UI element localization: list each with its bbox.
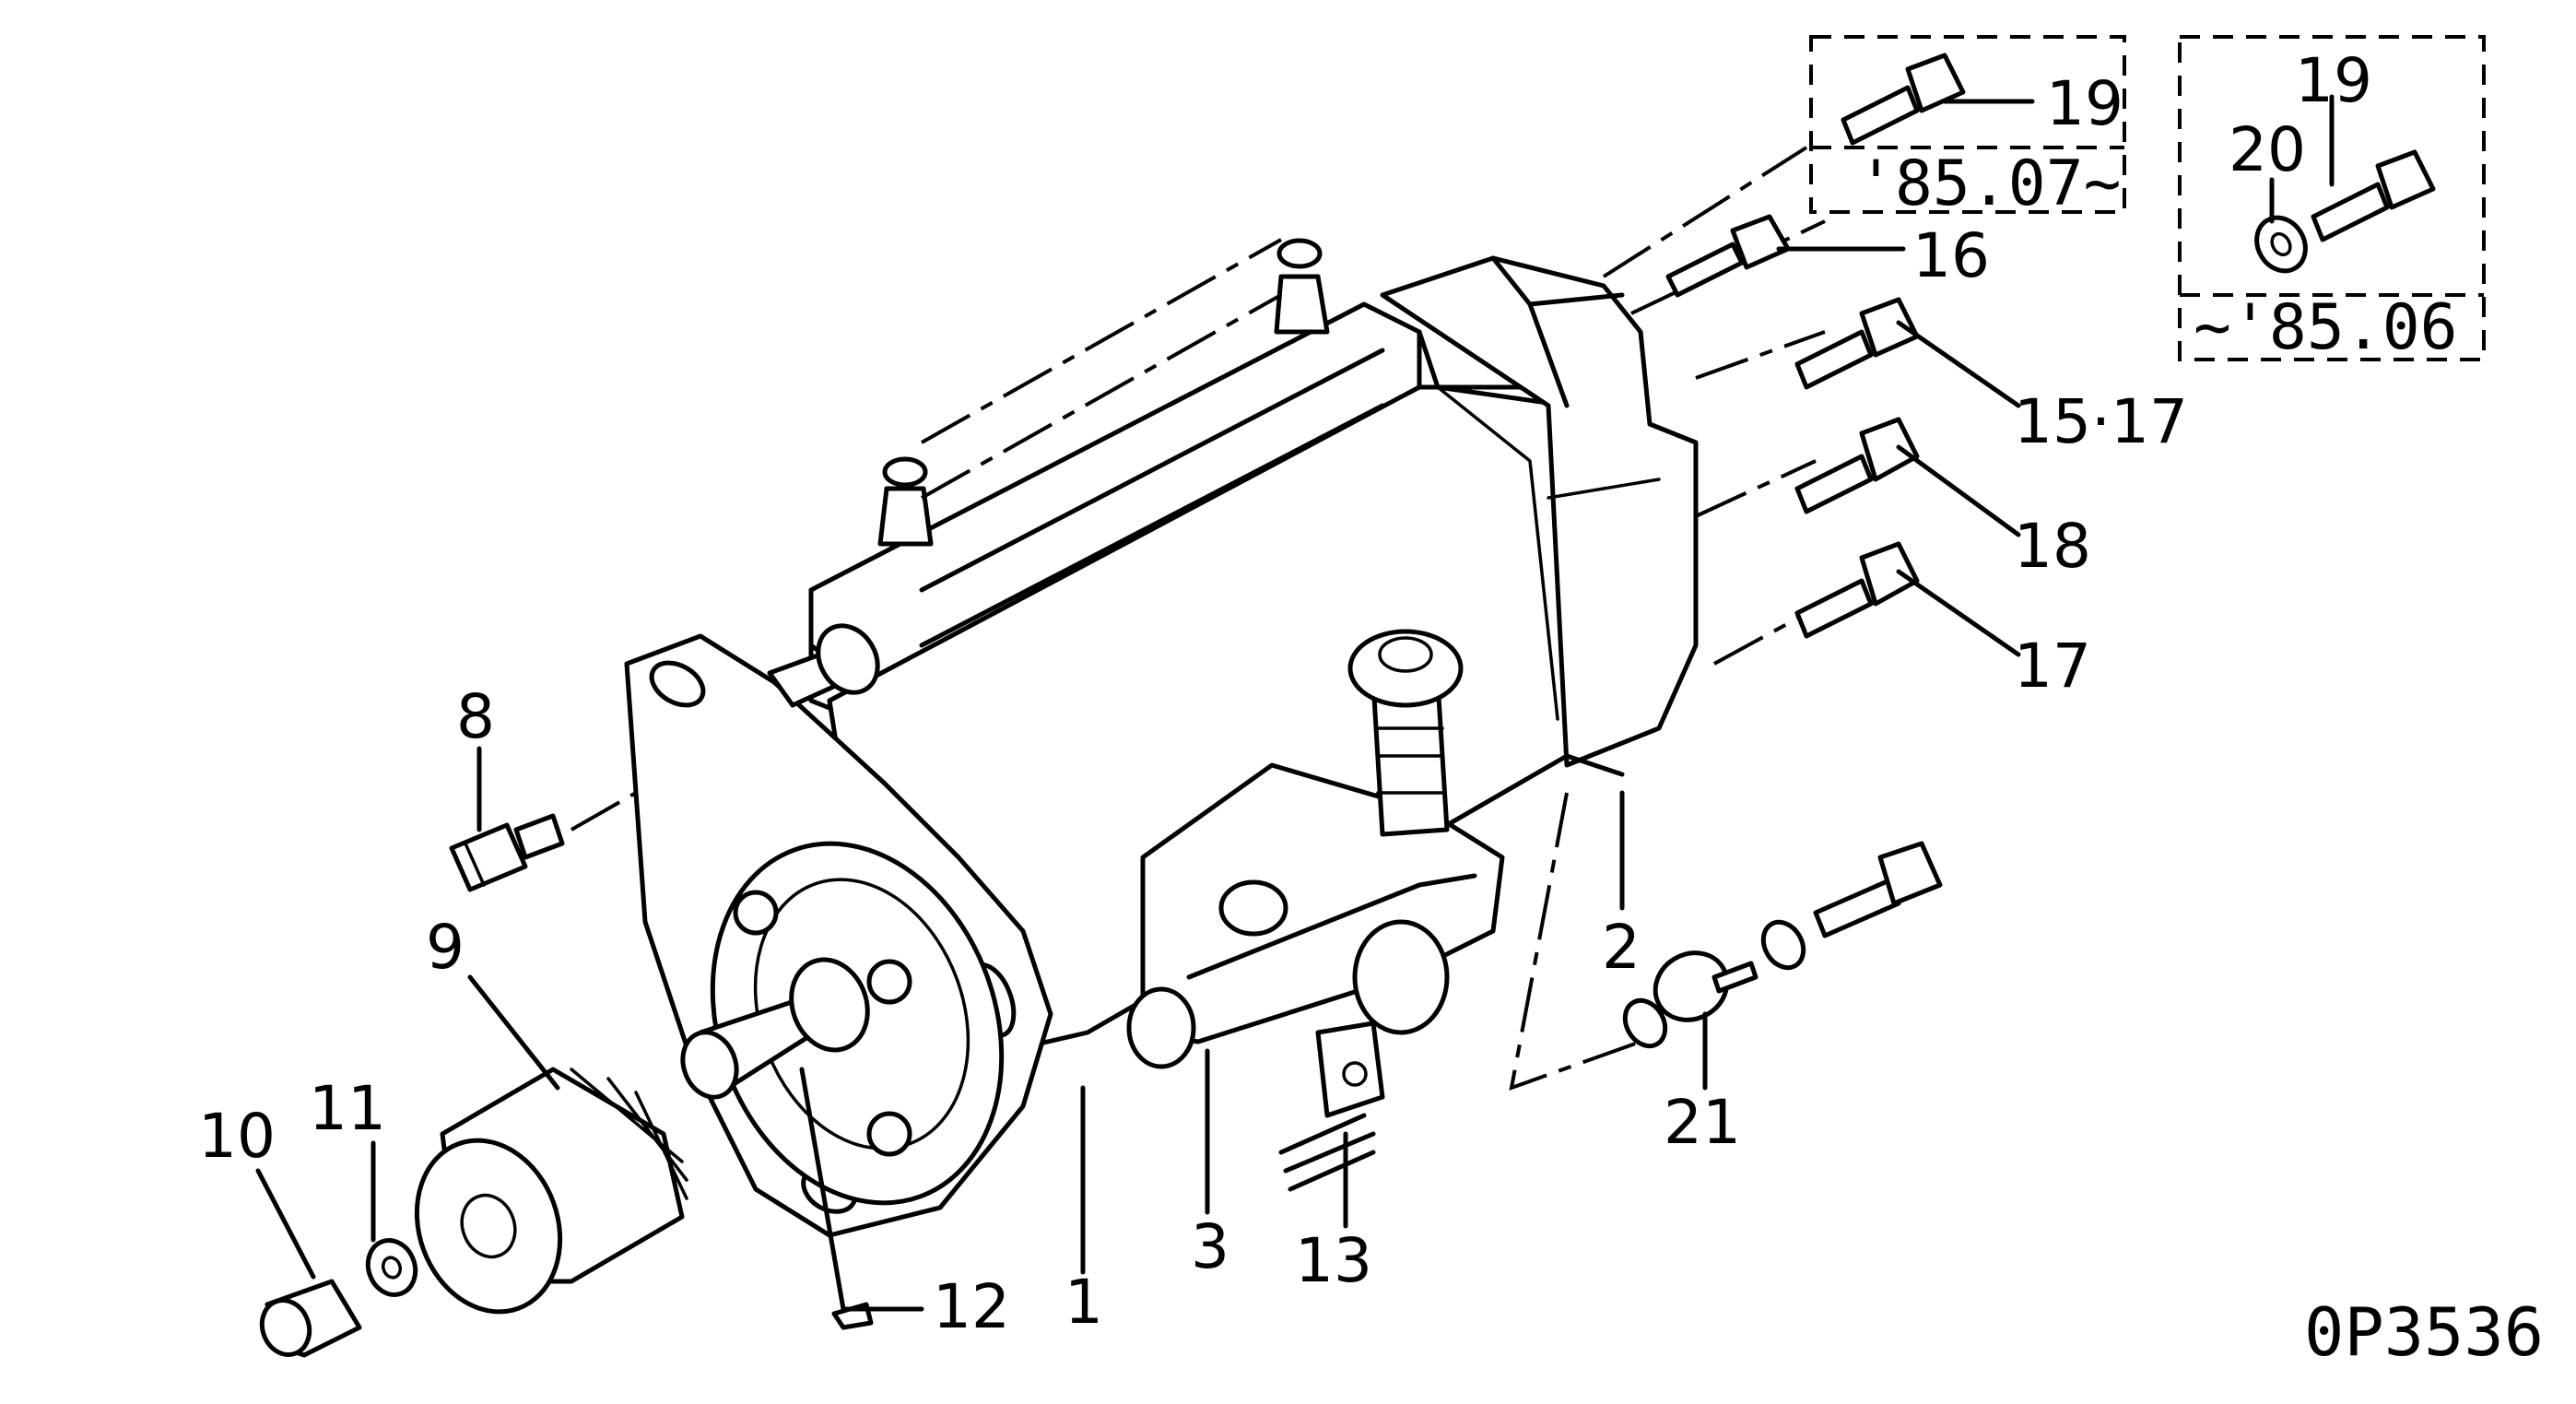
callout-15-17: 15·17 [2014, 386, 2188, 457]
callouts: 1 2 3 8 9 10 11 12 13 15·17 16 17 18 19 … [198, 45, 2372, 1342]
callout-9: 9 [426, 912, 465, 983]
cap-8 [449, 813, 565, 892]
date-range-from: '85.07~ [1857, 147, 2122, 220]
date-box-from-85-07: '85.07~ [1809, 35, 2126, 220]
leader-lines [255, 94, 2335, 1312]
callout-19-lower: 19 [2295, 45, 2372, 116]
pump-body [624, 238, 1699, 1238]
diagram-code: 0P3536 [2304, 1293, 2544, 1371]
callout-17: 17 [2014, 631, 2091, 702]
bolt-17 [1794, 541, 1920, 639]
bolt-19-lower [2311, 149, 2436, 242]
callout-20: 20 [2229, 114, 2306, 185]
callout-2: 2 [1602, 912, 1641, 983]
cover-9 [414, 1067, 688, 1315]
callout-12: 12 [933, 1271, 1010, 1342]
washer-20 [2254, 215, 2308, 274]
callout-10: 10 [198, 1101, 276, 1172]
callout-19-upper: 19 [2046, 68, 2123, 139]
nut-10 [259, 1279, 362, 1358]
callout-1: 1 [1065, 1267, 1103, 1338]
bolt-19-upper [1841, 53, 1966, 146]
callout-21: 21 [1664, 1087, 1741, 1158]
callout-11: 11 [309, 1073, 386, 1144]
washer-11 [365, 1238, 418, 1297]
callout-16: 16 [1912, 220, 1990, 291]
bracket-13 [1278, 1021, 1385, 1192]
callout-18: 18 [2014, 511, 2091, 582]
callout-13: 13 [1295, 1225, 1372, 1296]
bolt-16 [1665, 214, 1791, 298]
bolt-15-17 [1794, 297, 1920, 390]
callout-8: 8 [456, 681, 495, 752]
date-range-until: ~'85.06 [2194, 291, 2458, 364]
bolt-18 [1794, 417, 1920, 514]
callout-3: 3 [1191, 1211, 1229, 1282]
bolt-21-assembly [1622, 841, 1943, 1049]
date-box-until-85-06: ~'85.06 [2178, 35, 2486, 364]
